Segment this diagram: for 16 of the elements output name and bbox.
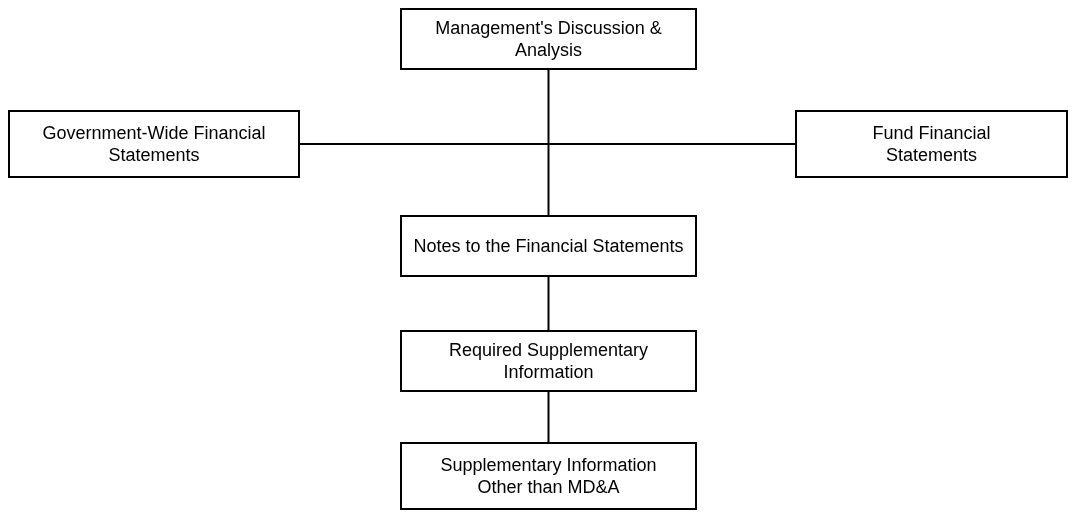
box-label: Required Supplementary Information — [447, 339, 650, 383]
statement-box — [400, 330, 697, 392]
box-label: Fund Financial Statements — [871, 122, 992, 166]
statement-box — [400, 8, 697, 70]
statement-box — [795, 110, 1068, 178]
statement-box — [8, 110, 300, 178]
statement-box — [400, 215, 697, 277]
connector-line — [547, 69, 550, 216]
connector-line — [299, 143, 796, 145]
box-label: Supplementary Information Other than MD&A — [439, 454, 658, 498]
statement-box — [400, 442, 697, 510]
box-label: Management's Discussion & Analysis — [434, 17, 663, 61]
connector-line — [547, 276, 550, 331]
connector-line — [547, 391, 550, 443]
box-label: Notes to the Financial Statements — [413, 235, 684, 257]
box-label: Government-Wide Financial Statements — [41, 122, 267, 166]
